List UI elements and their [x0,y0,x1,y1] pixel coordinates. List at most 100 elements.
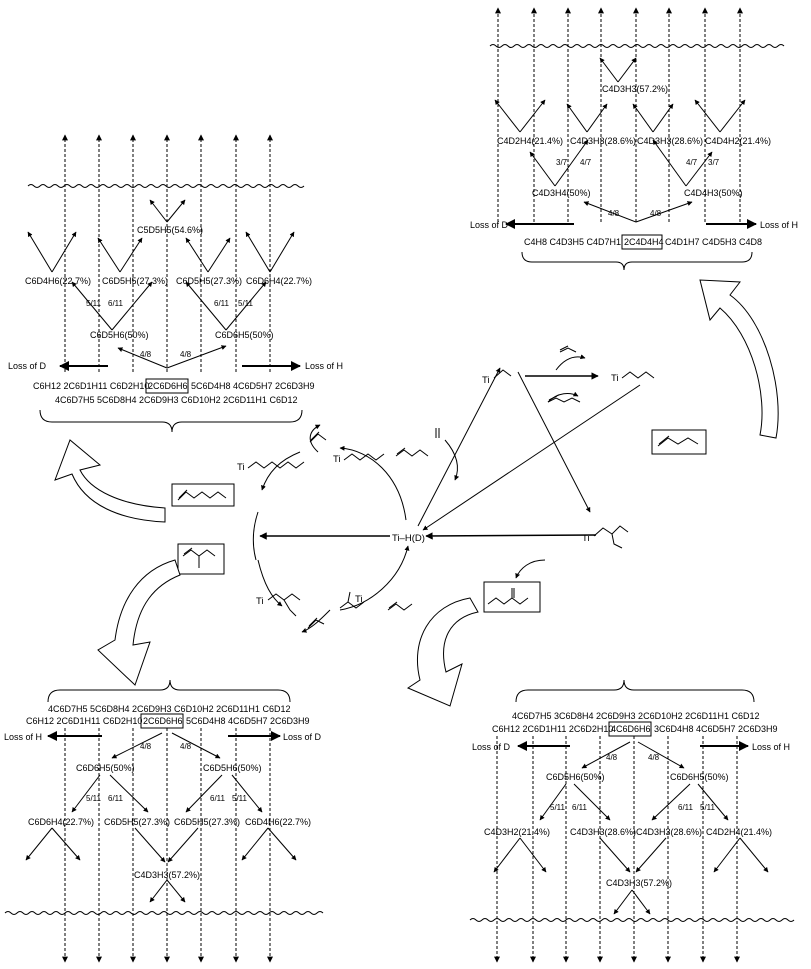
ti-label: Ti [355,594,363,605]
loss-label: Loss of D [472,742,511,752]
ti-h-center: Ti–H(D) [392,533,425,544]
split-fraction: 4/8 [140,350,152,359]
row3-0: C6D5H6(50%) [546,772,605,782]
row2-0: C6D6H4(22.7%) [28,817,94,827]
panel-bottom-right: 4C6D7H5 3C6D8H4 2C6D9H3 2C6D10H2 2C6D11H… [469,679,795,963]
fraction: 5/11 [700,803,716,812]
ti-label: Ti [582,533,590,544]
base-row: 5C6D4H8 4C6D5H7 2C6D3H9 [186,716,310,726]
bottom-species: C4D3H3(57.2%) [606,878,672,888]
base-row: C4D1H7 C4D5H3 C4D8 [665,237,762,247]
big-arrow [54,439,166,523]
base-boxed: 4C6D6H6 [611,724,651,734]
product-box [171,483,235,507]
loss-label: Loss of D [470,220,509,230]
wavy-line [27,184,305,188]
fraction: 4/7 [686,158,698,167]
row2-3: C6D4H6(22.7%) [245,817,311,827]
row3-1: C6D6H5(50%) [215,330,274,340]
fraction: 6/11 [214,299,230,308]
panel-top-left: C5D5H5(54.6%) C6D4H6(22.7%) C6D5H5(27.3%… [8,134,343,433]
loss-label: Loss of H [305,361,343,371]
brace [47,679,291,703]
split-fraction: 4/8 [650,209,662,218]
base-row: 3C6D4H8 4C6D5H7 2C6D3H9 [654,724,778,734]
fraction: 3/7 [556,158,568,167]
ti-label: Ti [611,373,619,384]
catalytic-cycle: Ti–H(D) Ti Ti Ti Ti Ti Ti Ti [54,279,779,707]
base-row: 5C6D4H8 4C6D5H7 2C6D3H9 [191,381,315,391]
base-boxed: 2C6D6H6 [148,381,188,391]
row3-1: C4D4H3(50%) [684,188,743,198]
top-species: C5D5H5(54.6%) [137,225,203,235]
split-fraction: 4/8 [180,742,192,751]
row2-3: C4D2H4(21.4%) [706,827,772,837]
base-row: C6H12 2C6D1H11 C6D2H10 [33,381,149,391]
product-box [483,581,541,613]
row2-2: C6D5H5(27.3%) [174,817,240,827]
fraction: 5/11 [550,803,566,812]
row2-2: C4D3H3(28.6%) [637,136,703,146]
brace [39,409,303,433]
base-row: C6H12 2C6D1H11 C6D2H10 [26,716,142,726]
fraction: 5/11 [238,299,254,308]
fraction: 5/11 [232,794,248,803]
row2-0: C4D3H2(21.4%) [484,827,550,837]
split-fraction: 4/8 [608,209,620,218]
fraction: 6/11 [572,803,588,812]
split-fraction: 4/8 [606,753,618,762]
row2-0: C4D2H4(21.4%) [497,136,563,146]
row2-2: C4D3H3(28.6%) [636,827,702,837]
row2-3: C4D4H2(21.4%) [705,136,771,146]
loss-label: Loss of H [760,220,798,230]
wavy-line [4,911,324,915]
ti-label: Ti [237,462,245,473]
panel-bottom-left: 4C6D7H5 5C6D8H4 2C6D9H3 C6D10H2 2C6D11H1… [4,679,324,963]
fraction: 6/11 [210,794,226,803]
ti-label: Ti [256,596,264,607]
panel-top-right: C4D3H3(57.2%) C4D2H4(21.4%) C4D3H3(28.6%… [470,7,798,271]
product-box [177,543,225,575]
base-boxed: 2C6D6H6 [143,716,183,726]
brace [515,679,755,703]
ti-label: Ti [333,454,341,465]
row3-0: C6D5H6(50%) [90,330,149,340]
split-fraction: 4/8 [648,753,660,762]
base-boxed: 2C4D4H4 [624,237,664,247]
fraction: 6/11 [108,299,124,308]
loss-label: Loss of D [8,361,47,371]
row2-0: C6D4H6(22.7%) [25,276,91,286]
row3-1: C6D5H6(50%) [203,763,262,773]
row3-1: C6D6H5(50%) [670,772,729,782]
ti-label: Ti [482,375,490,386]
row2-1: C6D5H5(27.3%) [102,276,168,286]
base-row: 4C6D7H5 3C6D8H4 2C6D9H3 2C6D10H2 2C6D11H… [512,711,759,721]
big-arrow [406,597,479,707]
fraction: 6/11 [678,803,694,812]
big-arrow [699,279,779,439]
product-box [651,429,707,455]
fraction: 5/11 [86,794,102,803]
wavy-line [489,44,785,48]
row3-0: C4D3H4(50%) [532,188,591,198]
loss-label: Loss of H [4,732,42,742]
base-row: 4C6D7H5 5C6D8H4 2C6D9H3 C6D10H2 2C6D11H1… [55,395,297,405]
row2-1: C4D3H3(28.6%) [570,827,636,837]
brace [521,251,753,271]
fraction: 6/11 [108,794,124,803]
row2-3: C6D6H4(22.7%) [246,276,312,286]
row2-1: C4D3H3(28.6%) [570,136,636,146]
split-fraction: 4/8 [140,742,152,751]
loss-label: Loss of H [752,742,790,752]
split-fraction: 4/8 [180,350,192,359]
top-species: C4D3H3(57.2%) [602,84,668,94]
big-arrow [97,559,181,686]
fraction: 5/11 [86,299,102,308]
fraction: 4/7 [580,158,592,167]
row3-0: C6D6H5(50%) [76,763,135,773]
base-row: C6H12 2C6D1H11 2C6D2H10 [492,724,613,734]
fraction: 3/7 [708,158,720,167]
row2-1: C6D5H5(27.3%) [104,817,170,827]
loss-label: Loss of D [283,732,322,742]
